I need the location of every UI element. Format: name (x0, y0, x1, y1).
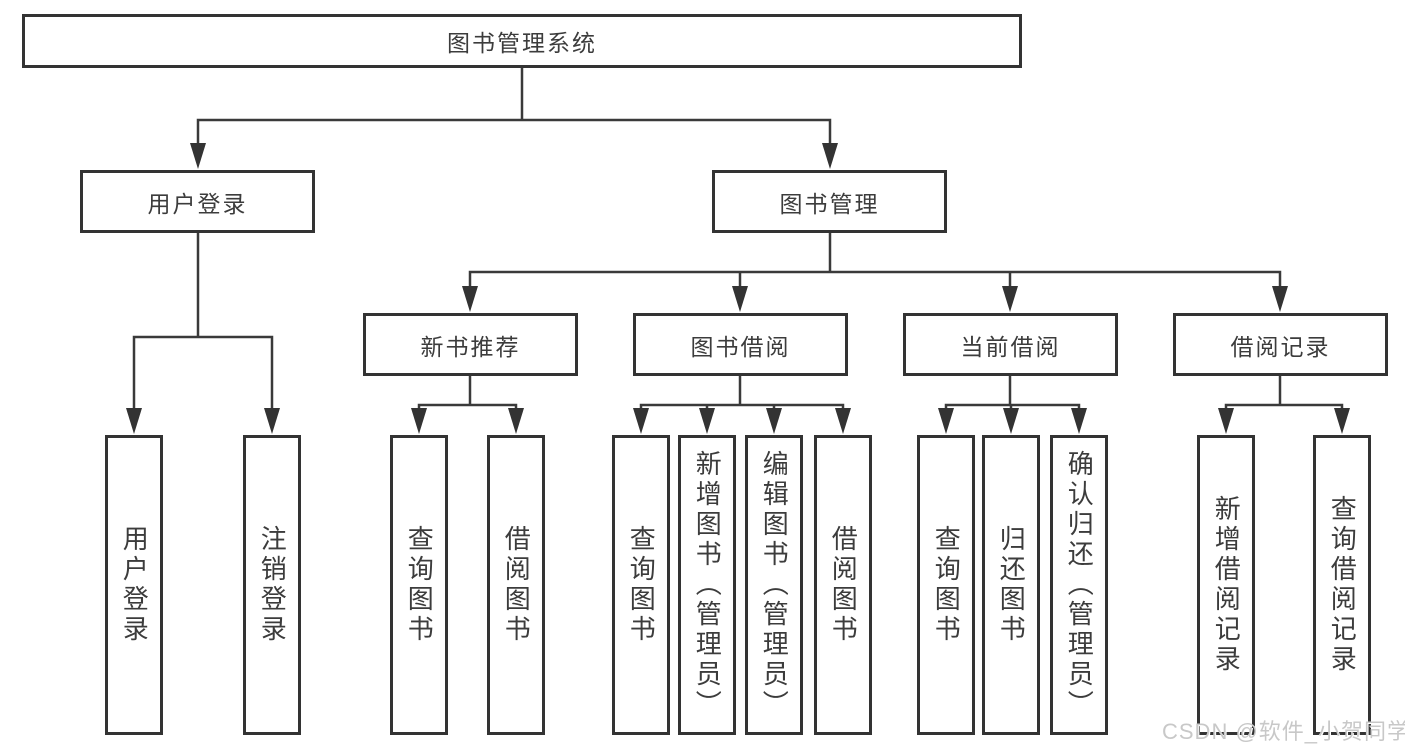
leaf-label: 新增图书（管理员） (692, 450, 723, 720)
arrowhead (508, 408, 524, 434)
node-new-book-recommend: 新书推荐 (363, 313, 578, 376)
arrowhead (1002, 286, 1018, 312)
arrowhead (732, 286, 748, 312)
node-book-borrowing: 图书借阅 (633, 313, 848, 376)
arrowhead (1272, 286, 1288, 312)
connector-user-login (132, 231, 274, 412)
arrowhead (126, 408, 142, 434)
node-root-system: 图书管理系统 (22, 14, 1022, 68)
arrowhead (1334, 408, 1350, 434)
arrowhead (766, 408, 782, 434)
leaf-label: 编辑图书（管理员） (759, 450, 790, 720)
leaf-label: 归还图书 (996, 525, 1027, 645)
leaf-newbook-borrow-books: 借阅图书 (487, 435, 545, 735)
leaf-records-query-record: 查询借阅记录 (1313, 435, 1371, 735)
arrowhead (1003, 408, 1019, 434)
leaf-label: 查询借阅记录 (1327, 495, 1358, 675)
connector-root (196, 66, 832, 148)
leaf-label: 新增借阅记录 (1211, 495, 1242, 675)
node-label: 用户登录 (147, 190, 248, 217)
connector-new-books (417, 374, 518, 412)
connector-current-borrow (944, 374, 1081, 412)
leaf-label: 用户登录 (119, 525, 150, 645)
leaf-current-return-books: 归还图书 (982, 435, 1040, 735)
leaf-borrow-edit-books-admin: 编辑图书（管理员） (745, 435, 803, 735)
leaf-label: 查询图书 (931, 525, 962, 645)
leaf-logout: 注销登录 (243, 435, 301, 735)
leaf-label: 注销登录 (257, 525, 288, 645)
arrowhead (835, 408, 851, 434)
arrowhead (938, 408, 954, 434)
connector-book-mgmt (468, 231, 1282, 290)
arrowhead (462, 286, 478, 312)
node-label: 图书管理 (779, 190, 880, 217)
connector-book-borrow (639, 374, 845, 412)
connector-borrow-records (1224, 374, 1344, 412)
arrowhead (699, 408, 715, 434)
node-borrowing-records: 借阅记录 (1173, 313, 1388, 376)
leaf-user-login: 用户登录 (105, 435, 163, 735)
leaf-borrow-borrow-books: 借阅图书 (814, 435, 872, 735)
leaf-label: 查询图书 (404, 525, 435, 645)
leaf-label: 借阅图书 (828, 525, 859, 645)
arrowhead (1071, 408, 1087, 434)
arrowhead (190, 143, 206, 169)
node-label: 当前借阅 (960, 333, 1061, 360)
arrowhead (633, 408, 649, 434)
arrowhead (411, 408, 427, 434)
leaf-records-add-record: 新增借阅记录 (1197, 435, 1255, 735)
leaf-current-query-books: 查询图书 (917, 435, 975, 735)
node-label: 新书推荐 (420, 333, 521, 360)
leaf-current-confirm-return-admin: 确认归还（管理员） (1050, 435, 1108, 735)
leaf-label: 借阅图书 (501, 525, 532, 645)
node-label: 图书管理系统 (447, 30, 597, 56)
node-label: 借阅记录 (1230, 333, 1331, 360)
leaf-newbook-query-books: 查询图书 (390, 435, 448, 735)
leaf-borrow-query-books: 查询图书 (612, 435, 670, 735)
csdn-watermark: CSDN @软件_小贺同学 (1162, 719, 1405, 744)
node-book-management: 图书管理 (712, 170, 947, 233)
leaf-label: 查询图书 (626, 525, 657, 645)
leaf-borrow-add-books-admin: 新增图书（管理员） (678, 435, 736, 735)
arrowhead (264, 408, 280, 434)
node-user-login: 用户登录 (80, 170, 315, 233)
arrowhead (1218, 408, 1234, 434)
arrowhead (822, 143, 838, 169)
node-current-borrowing: 当前借阅 (903, 313, 1118, 376)
leaf-label: 确认归还（管理员） (1064, 450, 1095, 720)
node-label: 图书借阅 (690, 333, 791, 360)
arrowheads (126, 143, 1350, 434)
